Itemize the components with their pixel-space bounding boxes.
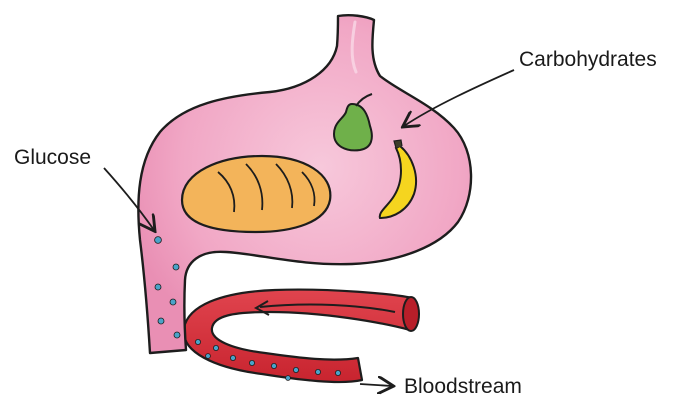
blood-vessel (184, 290, 419, 382)
glucose-dot (158, 318, 164, 324)
glucose-dot (174, 332, 180, 338)
glucose-dot (286, 376, 291, 381)
bloodstream-label: Bloodstream (404, 376, 522, 397)
glucose-dot (213, 345, 218, 350)
bread-icon (182, 156, 330, 232)
glucose-dot (155, 284, 161, 290)
glucose-dot (249, 360, 254, 365)
glucose-dot (206, 354, 211, 359)
glucose-dot (155, 237, 162, 244)
glucose-dot (335, 370, 340, 375)
glucose-dot (271, 363, 276, 368)
glucose-dot (170, 299, 176, 305)
glucose-dot (230, 355, 235, 360)
vessel-opening (403, 297, 419, 331)
glucose-label: Glucose (14, 147, 91, 168)
glucose-dot (195, 339, 200, 344)
bloodstream-arrow-icon (360, 384, 392, 386)
glucose-dot (315, 369, 320, 374)
carbohydrates-label: Carbohydrates (519, 49, 657, 70)
glucose-dot (173, 264, 179, 270)
glucose-dot (293, 367, 298, 372)
